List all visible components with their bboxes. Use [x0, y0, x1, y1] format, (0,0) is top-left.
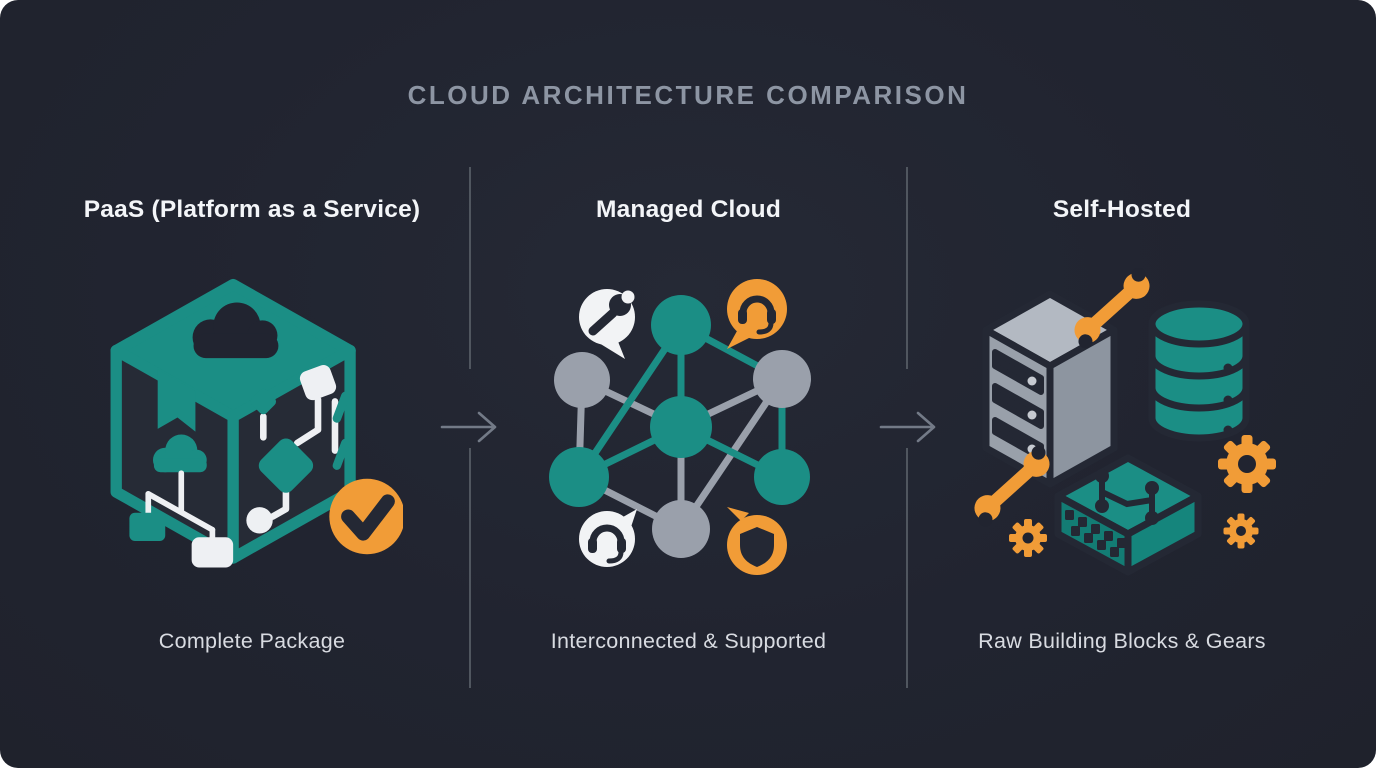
column-managed-cloud: Managed Cloud	[470, 0, 907, 768]
network-node	[553, 352, 610, 408]
database-icon	[1148, 300, 1250, 442]
page-title: CLOUD ARCHITECTURE COMPARISON	[407, 80, 969, 110]
network-graph-illustration	[548, 279, 811, 575]
wrench-icon	[588, 290, 634, 336]
headset-icon	[737, 295, 776, 335]
gear-icon	[1223, 513, 1259, 549]
column-header: Self-Hosted	[1052, 196, 1192, 223]
tag-icon	[157, 369, 196, 432]
gear-icon	[1009, 519, 1047, 557]
headset-bubble-orange	[726, 279, 787, 349]
column-caption: Complete Package	[158, 629, 346, 653]
network-nodes	[548, 295, 811, 558]
cloud-icon	[152, 434, 207, 473]
network-node	[649, 396, 712, 458]
white-dot-node	[246, 507, 273, 534]
flowchart-teal-node	[129, 512, 166, 542]
network-node	[752, 350, 811, 408]
network-node	[548, 447, 609, 507]
network-node	[651, 500, 710, 558]
network-node	[753, 449, 810, 505]
wrench-icon	[974, 445, 1050, 527]
column-caption: Raw Building Blocks & Gears	[978, 629, 1266, 653]
column-self-hosted: Self-Hosted	[902, 0, 1342, 768]
shield-icon	[739, 527, 774, 567]
column-divider	[469, 167, 471, 369]
wrench-bubble	[578, 289, 635, 359]
self-hosted-illustration	[974, 268, 1276, 576]
edge-stripes	[332, 391, 350, 470]
check-icon	[341, 494, 395, 541]
column-header: Managed Cloud	[596, 196, 781, 223]
check-badge	[329, 478, 403, 555]
column-divider	[906, 448, 908, 688]
cube-icon	[110, 278, 356, 568]
white-square-node	[299, 365, 337, 401]
switch-ports	[1065, 510, 1126, 557]
column-header: PaaS (Platform as a Service)	[83, 196, 421, 223]
teal-diamond-small	[250, 388, 277, 415]
cloud-cutout-icon	[192, 302, 279, 359]
network-node	[650, 295, 711, 355]
wrench-icon	[1074, 268, 1150, 349]
shield-badge	[726, 507, 787, 575]
headset-bubble-white	[578, 509, 637, 567]
column-divider	[906, 167, 908, 369]
circuit-lines	[260, 396, 339, 520]
flowchart-white-node	[191, 537, 234, 568]
teal-diamond-large	[258, 438, 314, 493]
paas-cube-illustration	[110, 278, 403, 568]
arrow-right-icon	[440, 411, 497, 443]
headset-icon	[587, 524, 626, 564]
gear-icon	[1218, 435, 1276, 493]
arrow-right-icon	[879, 411, 936, 443]
column-divider	[469, 448, 471, 688]
network-switch-icon	[1054, 454, 1202, 576]
circuit-icon	[1095, 469, 1159, 525]
column-paas: PaaS (Platform as a Service)	[32, 0, 472, 768]
column-caption: Interconnected & Supported	[550, 629, 827, 653]
